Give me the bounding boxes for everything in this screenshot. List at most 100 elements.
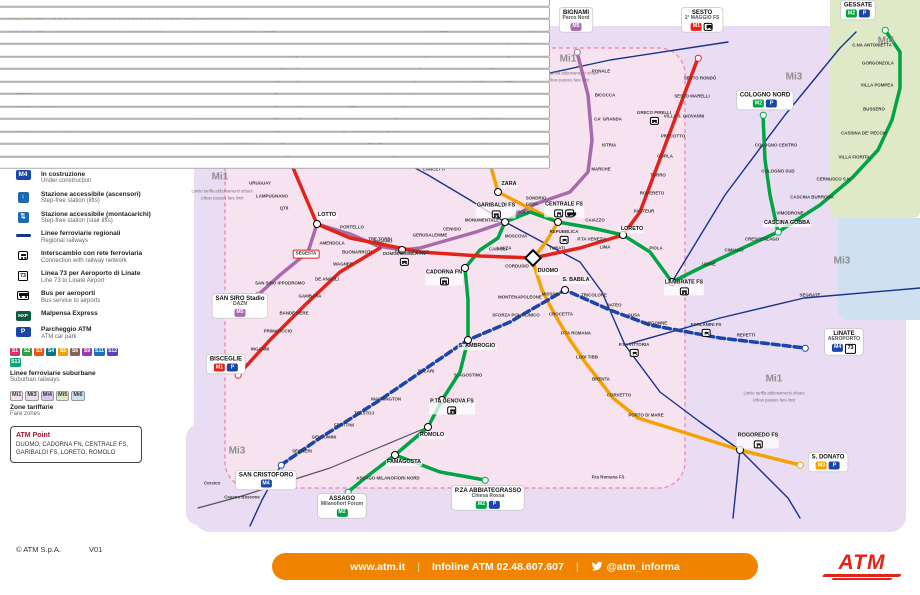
label-text: REPETTI [736,332,756,338]
label-text: SESTO [691,9,713,16]
map-station-label: P.TA VITTORIA [618,341,650,358]
interchange-station-dot [313,220,321,228]
line-badge-m2: M2 [753,99,764,108]
label-text: TURRO [650,172,666,178]
label-text: PRECOTTO [660,133,686,139]
label-text: GRECO PIRELLI [636,109,672,115]
label-text: ASSAGO MILANOFIORI NORD [356,475,420,481]
map-railway-terminal-chip: RMolteno - Lecco [0,81,550,94]
label-text: ISOLA [516,209,530,215]
map-interchange-label: LAMBRATE FS [663,279,705,296]
atm-point-stations: DUOMO, CADORNA FN, CENTRALE FS, GARIBALD… [16,442,129,456]
map-station-label: S. AGOSTINO [453,372,483,379]
label-text: S. AMBROGIO [458,343,496,350]
map-interchange-label: S. BABILA [561,277,591,284]
legend-under-construction-en: Under construction [41,178,92,185]
label-text: Mi3 [785,71,803,83]
label-text: CADORNA FN [425,269,463,276]
train-interchange-icon [491,210,501,219]
map-railway-terminal-chip: S5Varese [0,0,550,7]
map-station-label: MONUMENTALE [465,218,499,224]
lift-icon: ↕ [17,191,29,203]
map-station-label: DOMODOSSOLA FN [383,251,425,267]
regional-rail-icon [15,234,31,238]
website-link[interactable]: www.atm.it [350,560,406,573]
label-text: GORGONZOLA [862,60,894,66]
label-badges [691,329,722,338]
atm-logo-text: ATM [838,550,886,574]
parking-icon: P [489,500,500,509]
label-text: BIGNAMI [562,9,589,16]
map-station-label: CASSINA DE' PECCHI [841,131,887,137]
label-text: COLOGNO CENTRO [754,142,798,148]
label-text: P.TA VITTORIA [618,341,650,347]
label-text-line2: DAZN [233,300,247,307]
map-station-label: BUONARROTI [342,250,372,256]
train-interchange-icon [679,287,689,296]
map-station-label: REPUBBLICA [550,229,578,245]
legend-icon-col: MXP [10,310,36,321]
label-text: VILLA S. GIOVANNI [663,113,705,119]
label-text: CONCILIAZIONE [394,249,430,255]
label-text: LANCETTI [423,166,445,172]
map-station-label: CONCILIAZIONE [394,249,430,256]
legend-item-en: Line 73 to Linate Airport [41,277,105,284]
legend-text: Stazione accessibile (montacarichi)Step-… [41,211,178,225]
label-text: ARGONNE [644,320,668,326]
label-text: GARIBALDI FS [476,202,516,209]
train-interchange-icon [753,440,763,449]
suburban-badge-s4: S4 [46,347,56,357]
label-text: Mi1 [211,171,229,183]
legend-item-en: Step-free station (lifts) [41,198,100,205]
suburban-line-treviglio [624,287,920,346]
map-station-label: P.ta Romana FS [592,475,625,481]
map-station-label: PORTO DI MARE [628,413,663,419]
map-station-label: TRICOLORE [581,293,607,299]
map-station-label: VILLA FIORITA [839,155,870,161]
map-interchange-label: S. AMBROGIO [457,343,497,350]
map-station-label: UDINE [702,262,716,268]
label-text: CORDUSIO [505,263,529,269]
map-station-label: TURRO [650,172,666,179]
label-text: CASCINA BURRONA [790,194,834,200]
map-railway-terminal-chip: S6Novara [0,6,550,19]
label-text: P.TA GENOVA FS [430,398,474,405]
map-station-label: CORVETTO [607,393,631,399]
twitter-link[interactable]: @atm_informa [591,561,680,573]
map-interchange-label: DUOMO [536,268,560,275]
bus-icon [17,291,29,301]
legend-item-en: Bus service to airports [41,297,101,304]
bus-73-icon: 73 [845,343,856,354]
legend-suburban-it: Linee ferroviarie suburbane [10,369,96,377]
interchange-station-dot [398,246,406,254]
label-text: CENISIO [442,226,462,232]
map-station-label: P.TA VENEZIA [577,237,606,243]
map-station-label: DATEO [606,303,621,309]
map-fare-note: Limite tariffa abbonamenti urbani [538,71,599,77]
metro-line-m5 [256,50,594,297]
map-station-label: TOLSTOJ [354,411,374,417]
fare-zone-badge-mi3: Mi3 [25,391,39,401]
map-station-label: ASSAGO MILANOFIORI NORD [356,475,420,482]
label-text: ZARA [501,181,517,188]
map-fare-zone-label: Mi1 [560,54,577,66]
label-text: VILLA POMPEA [860,82,894,88]
label-text: Mi3 [833,255,851,267]
map-station-label: PRECOTTO [660,133,686,140]
label-text-line2: Milanofiori Forum [320,500,364,507]
line-badge-m2: M2 [476,500,487,509]
suburban-badge-s6: S6 [70,347,80,357]
station-dot [774,228,782,236]
label-text: S. AGOSTINO [453,372,483,378]
interchange-station-dot [461,264,469,272]
map-station-label: PASTEUR [634,209,655,215]
label-text: Urban passes fare limit [546,77,590,83]
label-text: FRATTINI [334,422,354,428]
